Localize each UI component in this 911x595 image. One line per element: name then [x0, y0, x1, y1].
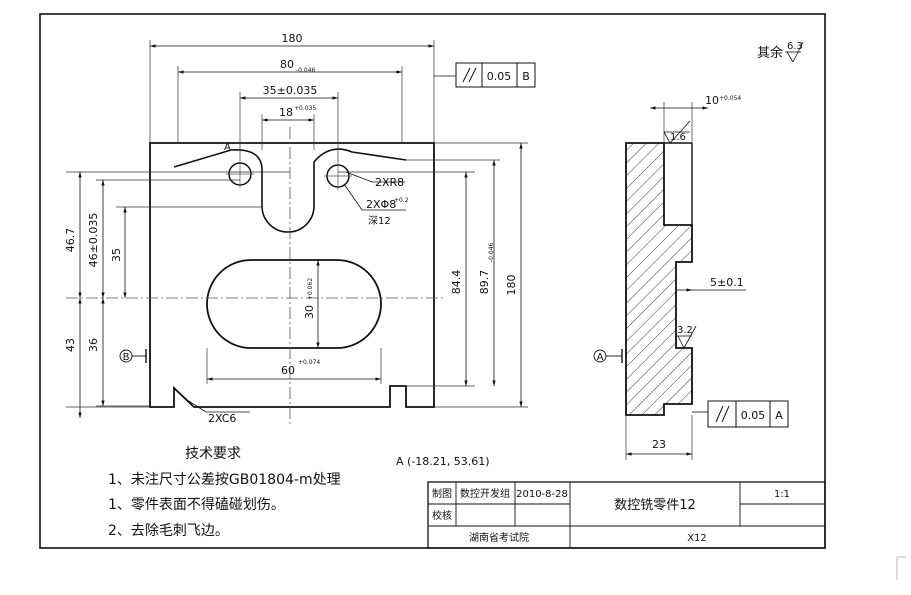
- roughness-mid-value: 3.2: [677, 325, 693, 336]
- datum-b-letter: B: [123, 352, 130, 363]
- dim-43: 43: [64, 338, 77, 352]
- general-roughness-label: 其余: [757, 45, 783, 61]
- gdt-top-datum: B: [522, 70, 530, 83]
- part-outline: [149, 142, 435, 408]
- side-step-top: [664, 143, 692, 225]
- dim-30: 30: [303, 305, 316, 319]
- general-roughness-value: 6.3: [787, 41, 803, 52]
- dim-60: 60: [281, 364, 295, 377]
- side-step-bottom: [664, 404, 692, 415]
- datum-a-letter: A: [597, 352, 604, 363]
- dim-80-tol: -0.046: [296, 67, 316, 74]
- dim-30-tol: +0.062: [307, 278, 314, 300]
- dim-35-left: 35: [110, 248, 123, 262]
- title-drawer: 数控开发组: [460, 487, 510, 500]
- dim-180-top: 180: [282, 32, 303, 45]
- side-dim-5: 5±0.1: [710, 276, 744, 289]
- title-date: 2010-8-28: [516, 489, 568, 500]
- dim-46: 46±0.035: [87, 213, 100, 268]
- title-check-label: 校核: [432, 509, 452, 522]
- side-dim-10-tol: +0.054: [719, 95, 741, 102]
- datum-b-symbol: B: [119, 349, 147, 363]
- chamfer-edge: [173, 387, 195, 408]
- dim-46-7: 46.7: [64, 228, 77, 253]
- gdt-top-value: 0.05: [487, 70, 512, 83]
- front-view: 180 80 -0.046 35±0.035 18 +0.035 0.05 B …: [64, 32, 536, 468]
- title-code: X12: [687, 533, 707, 544]
- dim-18: 18: [279, 106, 293, 119]
- side-view: 10 +0.054 5±0.1 23 1.6 3.2 A: [593, 94, 789, 460]
- callout-holes: 2XΦ8: [366, 198, 396, 211]
- title-draw-label: 制图: [432, 487, 452, 500]
- dim-80: 80: [280, 58, 294, 71]
- dim-60-tol: +0.074: [298, 359, 320, 366]
- side-outline: [625, 142, 693, 416]
- point-a-label: A: [224, 142, 231, 153]
- gdt-side-datum: A: [775, 409, 783, 422]
- dim-18-tol: +0.035: [294, 105, 316, 112]
- roughness-top: 1.6: [663, 120, 691, 144]
- tech-title: 技术要求: [185, 446, 241, 462]
- technical-requirements: 技术要求 1、未注尺寸公差按GB01804-m处理 1、零件表面不得磕碰划伤。 …: [108, 446, 341, 539]
- title-part-name: 数控铣零件12: [614, 498, 696, 513]
- side-dim-23: 23: [652, 438, 666, 451]
- dim-89-7: 89.7: [478, 270, 491, 295]
- side-dim-10: 10: [705, 94, 719, 107]
- title-block: 制图 数控开发组 2010-8-28 校核 数控铣零件12 1:1 湖南省考试院…: [427, 481, 826, 549]
- tech-item: 2、去除毛刺飞边。: [108, 523, 229, 539]
- gdt-frame-side: 0.05 A: [692, 400, 789, 428]
- gdt-side-value: 0.05: [741, 409, 766, 422]
- roughness-top-value: 1.6: [670, 132, 686, 143]
- gdt-frame-top: 0.05 B: [434, 62, 536, 88]
- datum-a-symbol: A: [593, 349, 623, 363]
- title-scale: 1:1: [774, 489, 790, 500]
- callout-chamfer: 2XC6: [208, 412, 236, 425]
- side-groove: [676, 262, 692, 348]
- callout-hole-depth: 深12: [368, 215, 391, 227]
- dim-36: 36: [87, 338, 100, 352]
- point-a-coordinates: A (-18.21, 53.61): [396, 455, 490, 468]
- dim-35: 35±0.035: [263, 84, 318, 97]
- callout-r8: 2XR8: [375, 176, 404, 189]
- title-school: 湖南省考试院: [469, 531, 529, 544]
- tech-item: 1、零件表面不得磕碰划伤。: [108, 496, 285, 513]
- center-slot: [206, 259, 382, 349]
- general-roughness-note: 其余 6.3: [757, 41, 804, 63]
- upper-profile: [173, 148, 407, 233]
- roughness-mid: 3.2: [676, 325, 697, 349]
- dim-89-7-tol: -0.046: [488, 242, 495, 262]
- callout-holes-tol: +0.2: [394, 197, 409, 204]
- dim-84-4: 84.4: [450, 270, 463, 295]
- dim-180-right: 180: [505, 275, 518, 296]
- tech-item: 1、未注尺寸公差按GB01804-m处理: [108, 472, 341, 488]
